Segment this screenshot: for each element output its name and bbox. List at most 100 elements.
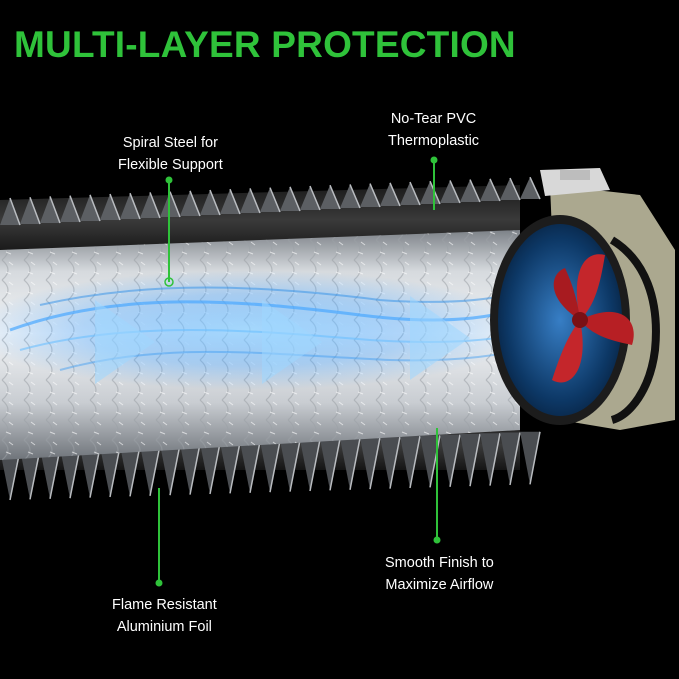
green-dot-icon	[433, 536, 441, 544]
pvc-ridge	[140, 445, 160, 496]
pvc-ridge	[320, 185, 340, 209]
pvc-ridge	[380, 436, 400, 489]
pvc-ridge-highlight	[389, 182, 401, 207]
pvc-ridge	[520, 431, 540, 485]
page-title: MULTI-LAYER PROTECTION	[14, 24, 516, 65]
pvc-ridge	[160, 444, 180, 496]
pvc-ridge-highlight	[169, 191, 181, 218]
pvc-ridge-highlight	[189, 443, 201, 495]
green-dot-icon	[430, 156, 438, 164]
callout-spiral-steel-line2: Flexible Support	[118, 157, 223, 173]
pvc-ridge-highlight	[309, 185, 321, 211]
pvc-ridge-highlight	[449, 434, 461, 487]
pvc-ridge-highlight	[509, 177, 521, 201]
pvc-ridge-highlight	[429, 435, 441, 488]
callout-smooth-finish-line2: Maximize Airflow	[385, 577, 494, 593]
pvc-ridge-highlight	[289, 186, 301, 212]
pvc-ridge	[20, 197, 40, 224]
pvc-ridge	[240, 188, 260, 213]
pvc-ridge	[120, 193, 140, 219]
pvc-ridge-highlight	[229, 188, 241, 215]
triangle-arrow-icon	[262, 300, 322, 384]
callout-spiral-steel: Spiral Steel for Flexible Support	[118, 132, 223, 176]
pvc-ridge	[80, 447, 100, 498]
callout-smooth-finish-line1: Smooth Finish to	[385, 555, 494, 571]
pvc-ridge-highlight	[269, 440, 281, 493]
pvc-ridge	[480, 433, 500, 486]
callout-smooth-finish: Smooth Finish to Maximize Airflow	[385, 552, 494, 596]
pvc-ridge-highlight	[29, 196, 41, 225]
pvc-ridge	[0, 450, 20, 500]
pvc-ridge-highlight	[109, 446, 121, 498]
green-dot-icon	[155, 579, 163, 587]
pvc-bottom-ridges	[0, 431, 541, 501]
pvc-ridge-highlight	[409, 181, 421, 206]
pvc-ridge	[400, 436, 420, 488]
inline-fan-icon	[490, 168, 675, 430]
callout-pvc: No-Tear PVC Thermoplastic	[388, 108, 479, 152]
callout-foil-line1: Flame Resistant	[112, 597, 217, 613]
pvc-ridge	[40, 196, 60, 223]
pvc-ridge-highlight	[329, 184, 341, 210]
pvc-ridge	[360, 183, 380, 207]
pvc-ridge	[220, 442, 240, 494]
pvc-ridge-highlight	[129, 445, 141, 497]
triangle-arrow-icon	[410, 296, 470, 380]
pvc-ridge-highlight	[349, 437, 361, 490]
pvc-ridge-highlight	[309, 439, 321, 492]
pvc-ridge-highlight	[389, 436, 401, 489]
pvc-ridge	[440, 434, 460, 487]
pvc-ridge-highlight	[209, 442, 221, 495]
pvc-ridge	[400, 182, 420, 205]
pvc-ridge-highlight	[89, 194, 101, 222]
triangle-arrow-icon	[95, 300, 155, 384]
pvc-ridge	[180, 443, 200, 495]
callout-pvc-line2: Thermoplastic	[388, 133, 480, 149]
pvc-ridge	[460, 433, 480, 487]
callout-foil: Flame Resistant Aluminium Foil	[112, 594, 217, 638]
pvc-ridge	[140, 192, 160, 218]
pvc-ridge	[100, 446, 120, 497]
pvc-ridge-highlight	[369, 183, 381, 208]
pvc-ridge-highlight	[529, 431, 541, 485]
pvc-ridge	[320, 438, 340, 491]
pvc-ridge-highlight	[249, 188, 261, 214]
pvc-ridge	[340, 438, 360, 490]
callout-pvc-line	[430, 156, 438, 210]
pvc-ridge-highlight	[49, 448, 61, 499]
pvc-ridge-highlight	[469, 179, 481, 203]
pvc-ridge-highlight	[109, 193, 121, 221]
pvc-ridge	[340, 184, 360, 208]
pvc-ridge-highlight	[189, 190, 201, 217]
pvc-ridge	[380, 182, 400, 206]
callout-foil-line2: Aluminium Foil	[116, 619, 212, 635]
pvc-ridge	[520, 177, 540, 199]
pvc-ridge	[220, 189, 240, 214]
pvc-ridge-highlight	[489, 433, 501, 486]
pvc-ridge	[240, 441, 260, 493]
pvc-ridge-highlight	[149, 192, 161, 219]
pvc-ridge	[280, 186, 300, 211]
pvc-ridge-highlight	[129, 192, 141, 220]
pvc-ridge	[500, 178, 520, 200]
pvc-ridge	[100, 194, 120, 220]
pvc-ridge	[440, 180, 460, 203]
pvc-ridge-highlight	[489, 178, 501, 202]
pvc-ridge	[20, 449, 40, 500]
pvc-ridge-highlight	[269, 187, 281, 213]
pvc-ridge-highlight	[69, 447, 81, 499]
pvc-ridge-highlight	[369, 437, 381, 490]
pvc-ridge-highlight	[149, 444, 161, 496]
pvc-ridge-highlight	[169, 444, 181, 496]
callout-smooth-line	[433, 428, 441, 544]
pvc-ridge-highlight	[69, 195, 81, 223]
pvc-ridge	[480, 178, 500, 201]
pvc-ridge-highlight	[469, 433, 481, 487]
pvc-ridge-highlight	[529, 176, 541, 200]
pvc-ridge-highlight	[89, 447, 101, 498]
pvc-ridge	[120, 445, 140, 497]
pvc-ridge	[60, 195, 80, 222]
pvc-ridge-highlight	[249, 441, 261, 493]
callout-spiral-line	[164, 176, 174, 287]
